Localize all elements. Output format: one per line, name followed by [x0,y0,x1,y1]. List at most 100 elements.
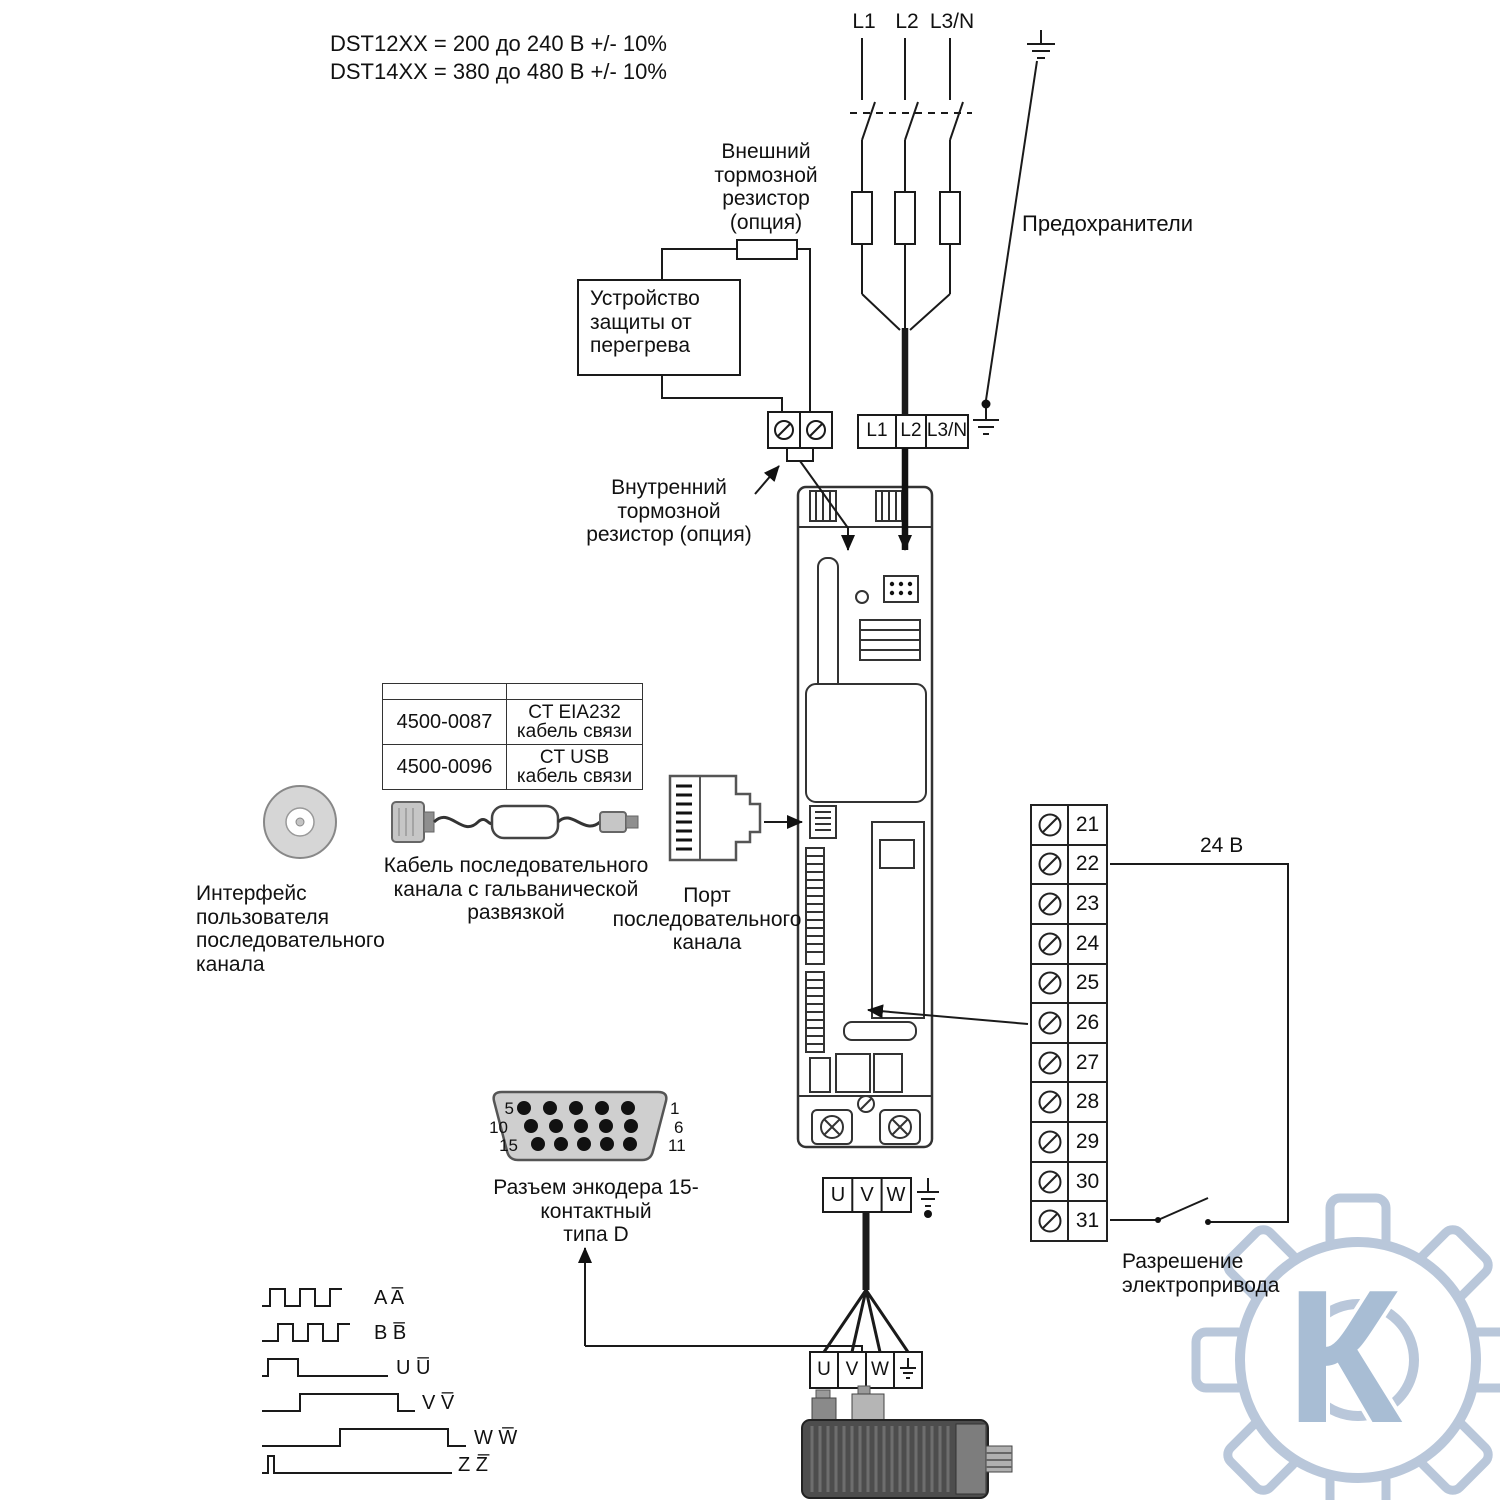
terminal-row: 24 [1032,924,1106,965]
serial-port-connector-icon [668,774,762,862]
phase-label-l3n: L3/N [929,10,975,33]
screw-terminal-icon [1032,885,1069,923]
mains-terminal-l1: L1 [866,420,888,441]
thermal-protection-box [577,279,741,376]
encoder-pin-label: 11 [668,1136,686,1155]
screw-terminal-icon [1032,924,1069,963]
screw-terminal-icon [1032,1123,1069,1161]
table-cell-part: 4500-0096 [383,745,507,790]
motor-terminal-u: U [817,1359,831,1380]
table-cell-desc: CT EIA232 кабель связи [507,700,643,745]
terminal-number: 23 [1075,892,1100,916]
screw-terminal-icon [1032,845,1069,884]
terminal-number: 24 [1075,931,1100,955]
table-cell-part: 4500-0087 [383,700,507,745]
terminal-row: 27 [1032,1043,1106,1084]
fuses-label: Предохранители [1022,211,1193,236]
comm-cable-table: 4500-0087 CT EIA232 кабель связи 4500-00… [382,683,643,790]
control-terminal-strip: 21 22 23 24 25 26 27 28 29 30 31 [1030,804,1108,1242]
ground-icon [917,1178,939,1207]
enable-circuit [1110,863,1289,1225]
terminal-row: 29 [1032,1123,1106,1163]
terminal-number: 30 [1075,1169,1100,1193]
isolated-cable-label: Кабель последовательного канала с гальва… [383,854,649,925]
terminal-number: 27 [1075,1050,1100,1074]
watermark-letter: К [1286,1251,1403,1463]
waveform-label-z: Z Z̅ [458,1454,488,1476]
external-resistor-label: Внешний тормозной резистор (опция) [714,140,818,234]
waveform-label-v: V V̅ [422,1392,455,1414]
watermark-gear-icon: К [1191,1193,1500,1500]
control-terminal-connector [805,847,825,965]
serial-port-socket [809,805,837,839]
ground-icon [973,30,1055,435]
drive-terminal-v: V [860,1184,874,1206]
terminal-number: 29 [1075,1129,1100,1153]
voltage-spec-line1: DST12XX = 200 до 240 В +/- 10% [330,31,667,56]
table-cell-desc: CT USB кабель связи [507,745,643,790]
serial-interface-label: Интерфейс пользователя последовательного… [196,882,385,976]
terminal-number: 25 [1075,971,1100,995]
mains-terminal-l3n: L3/N [926,420,968,441]
voltage-spec-line2: DST14XX = 380 до 480 В +/- 10% [330,59,667,84]
motor-terminal-w: W [871,1359,889,1380]
drive-terminal-w: W [886,1184,906,1206]
mains-terminal-l2: L2 [900,420,922,441]
terminal-number: 22 [1075,852,1100,876]
table-cell-empty [383,684,507,700]
mains-terminal-block [857,414,969,449]
screw-terminal-icon [1032,1004,1069,1042]
waveform-label-u: U U̅ [396,1357,431,1379]
encoder-pin-label: 6 [674,1118,684,1137]
encoder-pin-label: 10 [489,1118,508,1137]
terminal-row: 30 [1032,1162,1106,1203]
waveform-label-w: W W̅ [474,1427,518,1449]
encoder-pin-label: 5 [504,1099,514,1118]
screw-terminal-icon [1032,1202,1069,1241]
servo-motor [801,1385,1013,1499]
phase-label-l1: L1 [852,10,876,33]
waveform-label-b: B B̅ [374,1322,407,1344]
terminal-row: 26 [1032,1004,1106,1044]
drive-enable-label: Разрешение электропривода [1122,1250,1280,1297]
terminal-number: 21 [1075,812,1100,836]
terminal-row: 21 [1032,806,1106,846]
mains-input-lines [850,38,972,415]
table-cell-empty [507,684,643,700]
screw-terminal-icon [1032,1043,1069,1082]
drive-terminal-u: U [830,1184,846,1206]
encoder-dsub-icon [492,1090,668,1162]
serial-interface-disc-icon [263,785,337,859]
drive-output-block [822,1177,939,1353]
motor-terminal-block [809,1351,923,1389]
brake-resistor-circuit [661,239,833,462]
screw-terminal-icon [1032,806,1069,844]
supply-24v-label: 24 В [1200,834,1244,857]
encoder-connector-label: Разъем энкодера 15-контактный типа D [493,1176,699,1247]
terminal-row: 31 [1032,1202,1106,1241]
brake-to-drive-arrow [799,460,855,551]
external-resistor-symbol [736,239,798,260]
terminal-row: 22 [1032,845,1106,886]
internal-resistor-label: Внутренний тормозной резистор (опция) [586,476,752,547]
drive-unit [796,485,934,1149]
screw-terminal-icon [1032,1083,1069,1122]
internal-resistor-arrow [754,465,780,495]
control-terminal-arrow [867,1004,1029,1025]
terminal-row: 23 [1032,885,1106,925]
encoder-pin-label: 15 [499,1136,518,1155]
terminal-number: 26 [1075,1011,1100,1035]
serial-port-label: Порт последовательного канала [612,884,802,955]
terminal-number: 28 [1075,1090,1100,1114]
encoder-pin-label: 1 [670,1099,680,1118]
screw-terminal-icon [1032,964,1069,1003]
screw-terminal-icon [1032,1162,1069,1201]
terminal-row: 28 [1032,1083,1106,1124]
motor-terminal-v: V [845,1359,859,1380]
encoder-waveforms [262,1288,466,1474]
terminal-row: 25 [1032,964,1106,1005]
waveform-label-a: A A̅ [374,1287,405,1309]
terminal-number: 31 [1075,1209,1100,1233]
